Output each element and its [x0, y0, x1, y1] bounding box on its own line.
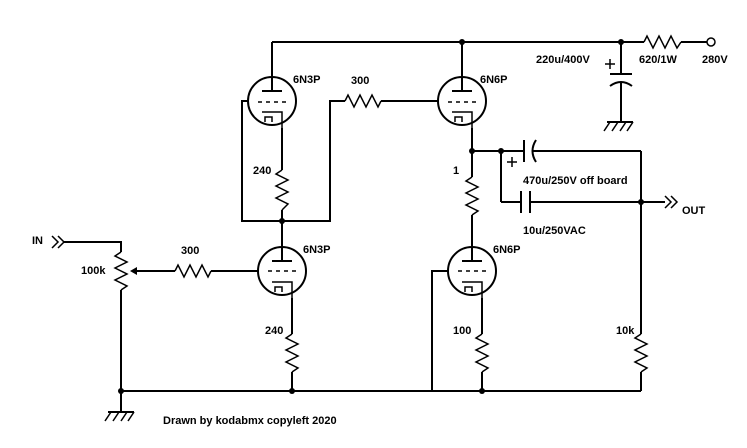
input-potentiometer [113, 251, 129, 291]
supply-resistor-label: 620/1W [639, 54, 678, 66]
cathode-resistor-v4 [474, 333, 490, 373]
tube-v2 [437, 76, 487, 128]
grid-resistor-upper-label: 300 [351, 75, 369, 87]
tube-v3-label: 6N3P [303, 244, 331, 256]
output-terminal [664, 195, 679, 209]
grid-resistor-input-label: 300 [181, 245, 199, 257]
cathode-resistor-v3 [284, 333, 300, 373]
potentiometer-wiper-arrow [130, 267, 137, 275]
junction-dot [459, 39, 465, 45]
load-resistor-label: 10k [616, 325, 635, 337]
load-resistor [633, 333, 649, 373]
supply-resistor [643, 34, 682, 50]
feedback-loop-wires [241, 100, 345, 248]
junction-dot [479, 388, 485, 394]
output-capacitor-electrolytic-label: 470u/250V off board [523, 175, 628, 187]
cathode-resistor-v3-label: 240 [265, 325, 283, 337]
junction-dot [498, 148, 504, 154]
input-terminal [51, 235, 66, 249]
grid-resistor-upper [344, 93, 382, 109]
supply-voltage-label: 280V [702, 54, 728, 66]
v4-grid-wire [431, 270, 448, 391]
cathode-resistor-v1-label: 240 [253, 165, 271, 177]
grid-resistor-input [174, 263, 212, 279]
input-potentiometer-label: 100k [81, 265, 106, 277]
input-label: IN [32, 235, 43, 247]
tube-v1-label: 6N3P [293, 74, 321, 86]
junction-dot [118, 388, 124, 394]
output-node-wires [469, 128, 524, 203]
cathode-resistor-v4-label: 100 [453, 325, 471, 337]
junction-dot [279, 218, 285, 224]
ground-symbol [104, 411, 135, 422]
cathode-resistor-v1 [274, 169, 290, 211]
output-capacitor-electrolytic [507, 139, 641, 167]
tube-v4 [447, 246, 497, 298]
output-capacitor-film-label: 10u/250VAC [523, 225, 586, 237]
ground-bus [118, 388, 641, 412]
supply-terminal [706, 37, 716, 47]
junction-dot [638, 199, 644, 205]
supply-capacitor [605, 42, 633, 122]
tube-v4-label: 6N6P [493, 244, 521, 256]
credit-text: Drawn by kodabmx copyleft 2020 [163, 415, 337, 427]
tube-v2-label: 6N6P [480, 74, 508, 86]
supply-capacitor-label: 220u/400V [536, 54, 590, 66]
input-wires [64, 241, 122, 391]
supply-rail [271, 39, 707, 78]
ground-symbol [603, 121, 634, 132]
tube-v1 [247, 76, 297, 128]
series-resistor-1ohm-label: 1 [453, 165, 459, 177]
tube-v3 [257, 246, 307, 298]
junction-dot [289, 388, 295, 394]
output-bus [638, 151, 644, 334]
series-resistor-1ohm [464, 176, 480, 216]
junction-dot [469, 148, 475, 154]
output-label: OUT [682, 205, 706, 217]
